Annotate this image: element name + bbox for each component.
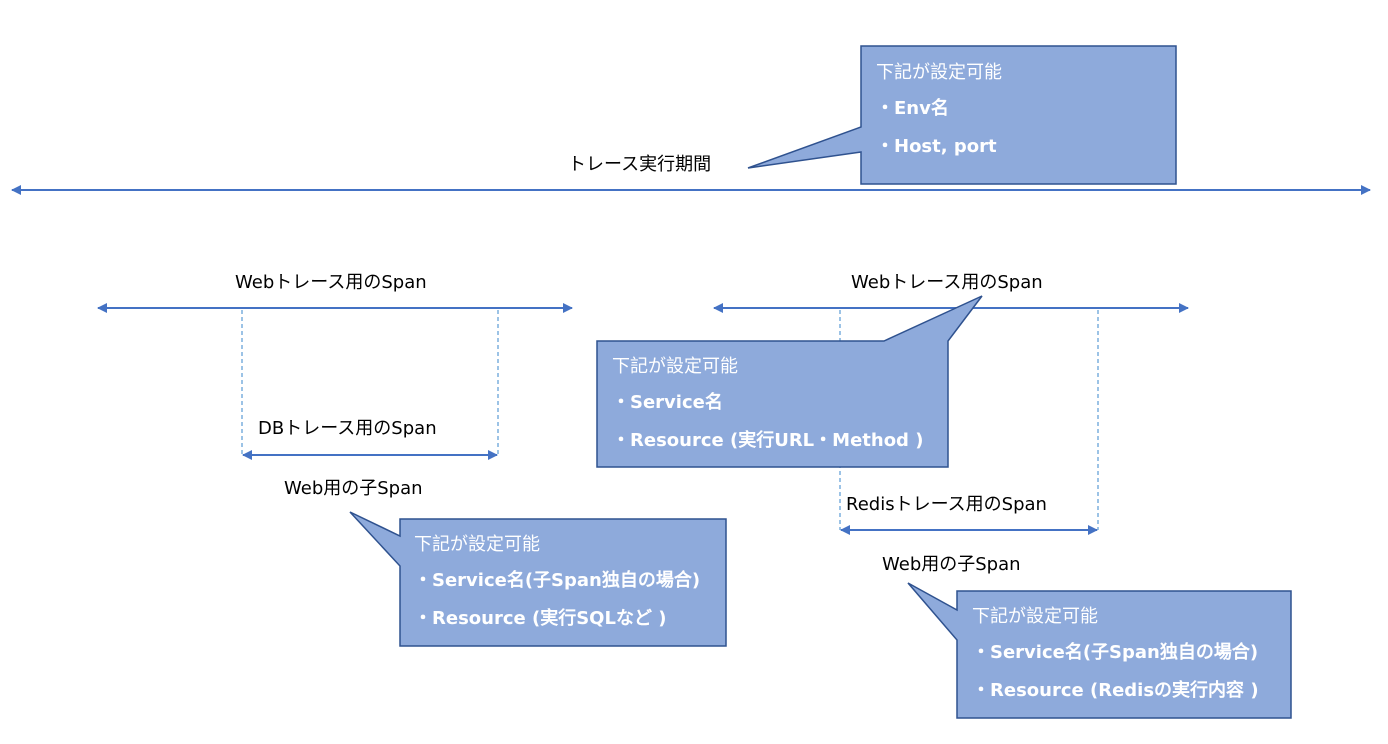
db-callout-item-resource: ・Resource (実行SQLなど ) [414, 607, 666, 629]
trace-callout-title: 下記が設定可能 [876, 62, 1002, 83]
web-callout-item-service: ・Service名 [612, 391, 723, 413]
db-span-label: DBトレース用のSpan [258, 418, 437, 439]
trace-duration-label: トレース実行期間 [568, 154, 711, 175]
web-span-left-label: Webトレース用のSpan [235, 272, 427, 293]
web-callout-title: 下記が設定可能 [612, 356, 738, 377]
web-span-right-label: Webトレース用のSpan [851, 272, 1043, 293]
trace-callout-item-host: ・Host, port [876, 136, 997, 157]
trace-callout: 下記が設定可能 ・Env名 ・Host, port [747, 45, 1177, 185]
redis-callout-item-resource: ・Resource (Redisの実行内容 ) [972, 679, 1259, 701]
db-span-sublabel: Web用の子Span [284, 478, 423, 499]
db-callout-item-service: ・Service名(子Span独自の場合) [414, 569, 700, 591]
redis-callout-title: 下記が設定可能 [972, 606, 1098, 627]
db-callout: 下記が設定可能 ・Service名(子Span独自の場合) ・Resource … [349, 511, 727, 647]
redis-span-sublabel: Web用の子Span [882, 554, 1021, 575]
redis-callout: 下記が設定可能 ・Service名(子Span独自の場合) ・Resource … [907, 582, 1292, 719]
redis-span-label: Redisトレース用のSpan [846, 494, 1047, 515]
redis-callout-item-service: ・Service名(子Span独自の場合) [972, 641, 1258, 663]
trace-callout-item-env: ・Env名 [876, 97, 949, 119]
web-callout-item-resource: ・Resource (実行URL・Method ) [612, 429, 923, 451]
web-right-callout: 下記が設定可能 ・Service名 ・Resource (実行URL・Metho… [596, 295, 983, 468]
db-callout-title: 下記が設定可能 [414, 534, 540, 555]
